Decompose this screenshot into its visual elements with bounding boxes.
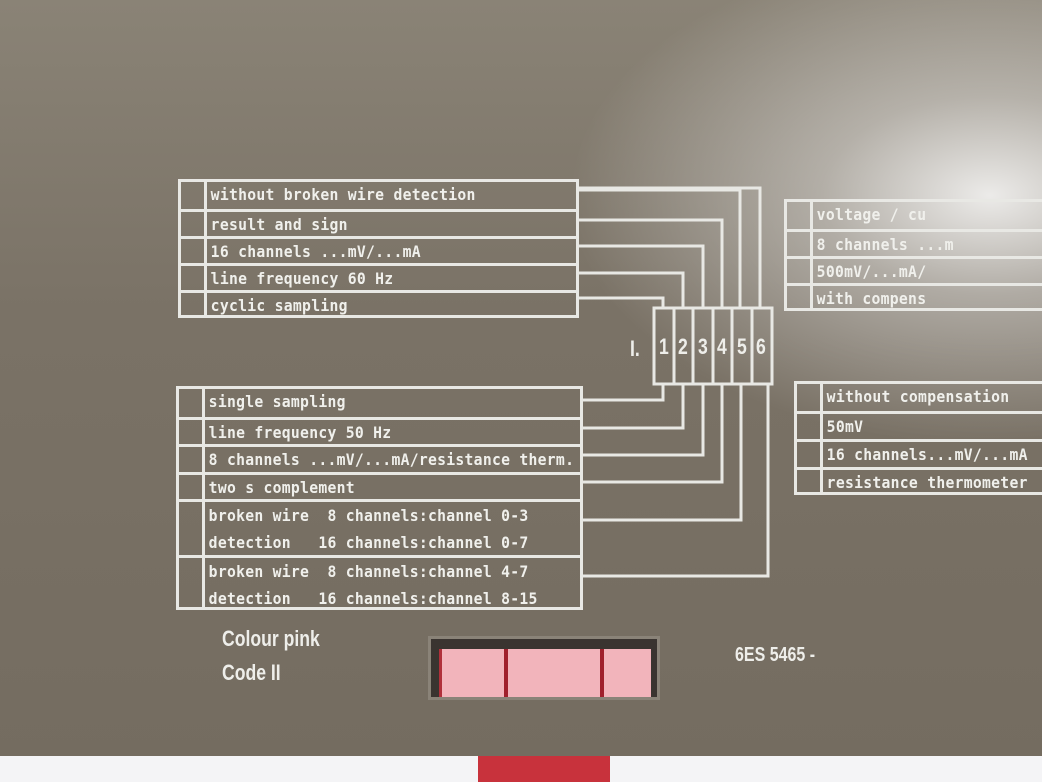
checkbox (181, 266, 207, 290)
option-row: two s complement (179, 472, 580, 499)
option-label: broken wire 8 channels:channel 4-7 (208, 562, 529, 581)
option-row: broken wire 8 channels:channel 0-3 detect… (179, 499, 580, 555)
checkbox (179, 558, 205, 607)
checkbox (797, 442, 823, 467)
option-label: without compensation (826, 387, 1010, 406)
checkbox (179, 447, 205, 472)
option-label: line frequency 60 Hz (210, 269, 394, 288)
option-row: without broken wire detection (181, 182, 576, 209)
option-row: 500mV/...mA/ (787, 256, 1042, 283)
option-label: without broken wire detection (210, 185, 476, 204)
option-label: 50mV (826, 417, 864, 436)
option-label: 16 channels...mV/...mA (826, 445, 1028, 464)
option-label: 16 channels ...mV/...mA (210, 242, 421, 261)
checkbox (181, 182, 207, 209)
switch-position: 4 (717, 334, 727, 359)
red-connector (478, 756, 610, 782)
option-row: resistance thermometer (797, 467, 1042, 492)
option-row: result and sign (181, 209, 576, 236)
checkbox (787, 202, 813, 229)
option-label: resistance thermometer (826, 473, 1028, 492)
option-label: 8 channels ...m (816, 235, 954, 254)
option-row: 8 channels ...m (787, 229, 1042, 256)
bottom-left-option-table: single sampling line frequency 50 Hz 8 c… (176, 386, 583, 610)
checkbox (787, 259, 813, 283)
option-row: line frequency 50 Hz (179, 417, 580, 444)
checkbox (179, 420, 205, 444)
option-row: voltage / cu (787, 202, 1042, 229)
coding-key-slot (428, 636, 660, 700)
option-row: without compensation (797, 384, 1042, 411)
checkbox (797, 470, 823, 492)
option-label: cyclic sampling (210, 296, 348, 315)
option-label: result and sign (210, 215, 348, 234)
option-label: single sampling (208, 392, 346, 411)
switch-label: I. (630, 336, 640, 361)
switch-position: 6 (756, 334, 766, 359)
option-label: with compens (816, 289, 927, 308)
option-row: broken wire 8 channels:channel 4-7 detect… (179, 555, 580, 608)
option-label: 500mV/...mA/ (816, 262, 927, 281)
bottom-right-option-table: without compensation 50mV 16 channels...… (794, 381, 1042, 495)
part-number: 6ES 5465 - (735, 644, 816, 666)
checkbox (787, 232, 813, 256)
switch-position: 5 (737, 334, 747, 359)
switch-position: 2 (678, 334, 688, 359)
option-row: 50mV (797, 411, 1042, 439)
option-label: detection 16 channels:channel 8-15 (208, 589, 538, 608)
switch-position: 3 (698, 334, 708, 359)
top-left-option-table: without broken wire detection result and… (178, 179, 579, 318)
checkbox (181, 212, 207, 236)
checkbox (179, 389, 205, 417)
checkbox (797, 384, 823, 411)
colour-label: Colour pink (222, 626, 320, 651)
bottom-edge (0, 756, 1042, 782)
option-label: voltage / cu (816, 205, 927, 224)
option-label: two s complement (208, 478, 355, 497)
option-label: detection 16 channels:channel 0-7 (208, 533, 529, 552)
checkbox (179, 475, 205, 499)
option-row: with compens (787, 283, 1042, 308)
option-row: 16 channels...mV/...mA (797, 439, 1042, 467)
option-row: 8 channels ...mV/...mA/resistance therm. (179, 444, 580, 472)
checkbox (181, 239, 207, 263)
checkbox (797, 414, 823, 439)
option-label: broken wire 8 channels:channel 0-3 (208, 506, 529, 525)
option-label: line frequency 50 Hz (208, 423, 392, 442)
checkbox (787, 286, 813, 308)
option-row: single sampling (179, 389, 580, 417)
option-row: 16 channels ...mV/...mA (181, 236, 576, 263)
checkbox (181, 293, 207, 315)
code-label: Code II (222, 660, 281, 685)
option-label: 8 channels ...mV/...mA/resistance therm. (208, 450, 575, 469)
checkbox (179, 502, 205, 555)
option-row: cyclic sampling (181, 290, 576, 315)
option-row: line frequency 60 Hz (181, 263, 576, 290)
top-right-option-table: voltage / cu 8 channels ...m 500mV/...mA… (784, 199, 1042, 311)
coding-key[interactable] (439, 649, 651, 697)
switch-position: 1 (659, 334, 669, 359)
